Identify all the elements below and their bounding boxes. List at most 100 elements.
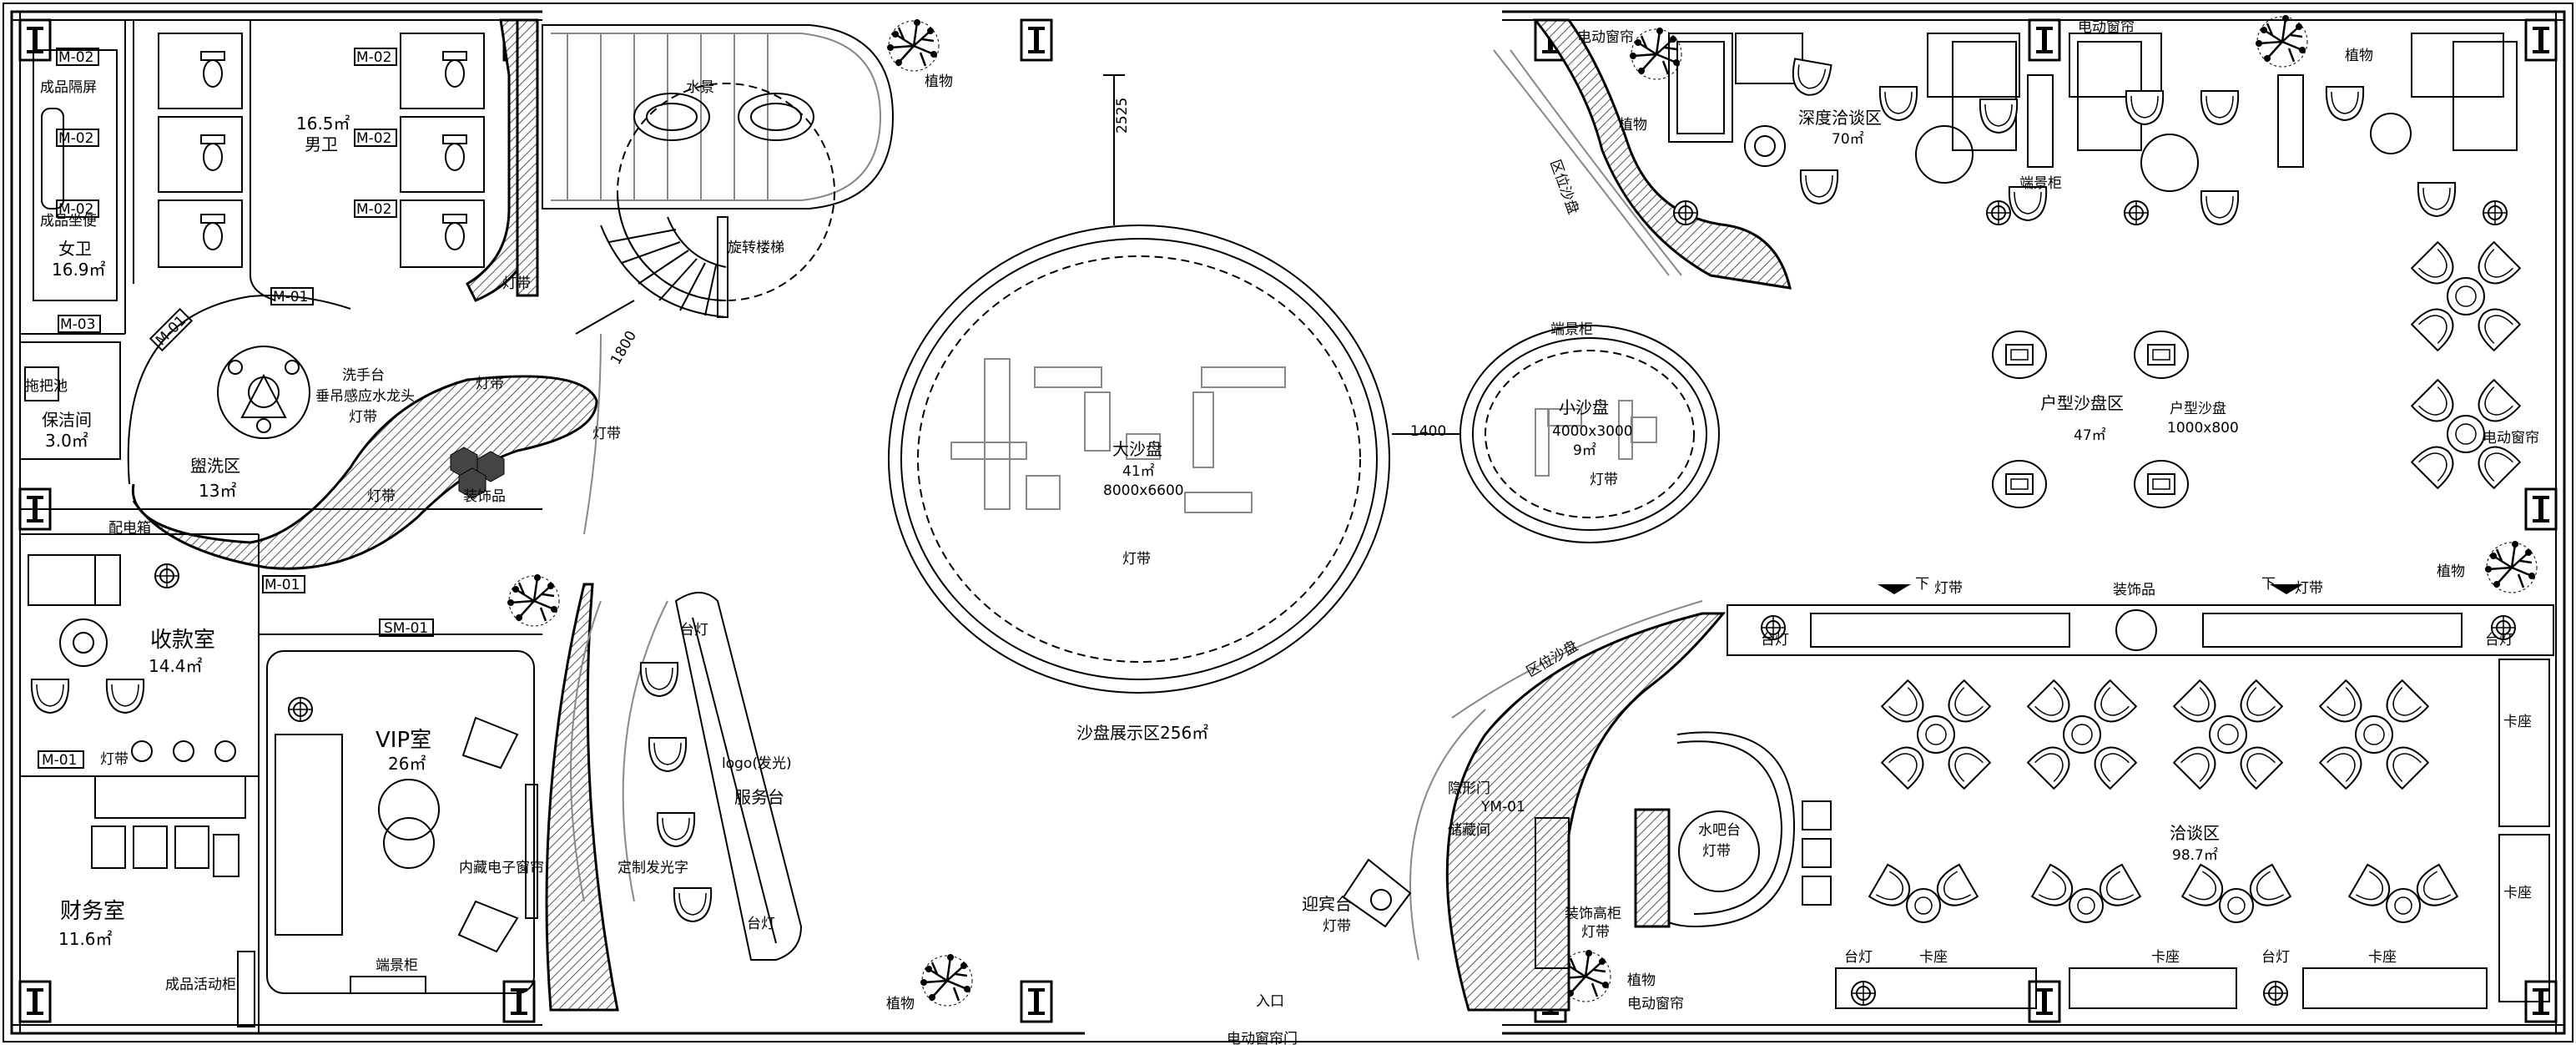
decor-high-cabinet-label: 装饰高柜 (1565, 906, 1621, 922)
womens-wc-area: 16.9㎡ (52, 260, 106, 280)
door-tag: SM-01 (384, 620, 428, 637)
house-sand-label: 户型沙盘区 (2040, 393, 2124, 413)
reception-label: 迎宾台 (1302, 894, 1352, 914)
wash-area-size: 13㎡ (199, 481, 236, 501)
strip-label-1: 灯带 (476, 376, 504, 392)
booth-label-3: 卡座 (1919, 949, 1948, 966)
finance-label: 财务室 (60, 899, 125, 924)
deep-talk-area: 70㎡ (1832, 131, 1864, 148)
hidden-door-label: 隐形门 (1448, 780, 1490, 797)
reception-strip: 灯带 (1323, 918, 1351, 935)
door-tag: M-02 (58, 49, 93, 66)
door-tag: M-01 (265, 577, 300, 593)
hidden-tv-label: 内藏电子窗帘 (459, 860, 544, 876)
negotiation-label: 洽谈区 (2170, 823, 2220, 843)
sand-zone-label: 沙盘展示区256㎡ (1076, 723, 1208, 743)
service-desk (545, 300, 803, 1012)
water-bar-label: 水吧台 (1698, 822, 1741, 839)
mop-pool-label: 拖把池 (25, 378, 68, 395)
vip-display-label: 端景柜 (376, 957, 418, 974)
mens-wc-label: 男卫 (305, 134, 338, 154)
waterscape-stair (542, 24, 895, 318)
door-tags: M-02 M-02 M-02 M-02 M-02 M-02 M-01 M-01 … (38, 48, 434, 769)
deep-talk-area (1493, 18, 2518, 290)
small-sand-strip: 灯带 (1590, 472, 1618, 488)
wash-area (127, 295, 598, 570)
wash-desc-label: 垂吊感应水龙头 (315, 388, 415, 405)
service-desk-label: 服务台 (734, 787, 784, 807)
plant-label-3: 植物 (1619, 117, 1647, 134)
lamp-label-r2: 台灯 (2485, 632, 2513, 649)
small-sand-label: 小沙盘 (1559, 397, 1609, 417)
left-bottom-rooms (20, 508, 542, 1033)
waterscape-label: 水景 (686, 79, 714, 96)
small-sand-size: 4000x3000 (1552, 423, 1633, 440)
finished-movable-label: 成品活动柜 (165, 977, 236, 993)
womens-wc-label: 女卫 (58, 239, 92, 259)
negotiation-area (1727, 584, 2554, 1009)
cleaning-label: 保洁间 (42, 410, 92, 430)
cashier-strip-label: 灯带 (100, 751, 129, 768)
house-sand-area: 47㎡ (2074, 427, 2106, 444)
small-sand-table (1392, 325, 1720, 543)
big-sand-table (888, 74, 1390, 694)
booth-label-5: 卡座 (2368, 949, 2397, 966)
zone-sofa-label-1: 区位沙盘 (1546, 158, 1581, 217)
finance-area: 11.6㎡ (58, 929, 113, 949)
deep-talk-label: 深度洽谈区 (1798, 108, 1882, 128)
strip-label-right-2: 灯带 (2295, 580, 2323, 597)
wash-basin-label: 洗手台 (342, 367, 385, 384)
door-tag: M-01 (273, 289, 308, 305)
plant-label-4: 植物 (2345, 48, 2373, 64)
strip-label-right-1: 灯带 (1934, 580, 1963, 597)
water-bar-strip: 灯带 (1702, 843, 1731, 860)
lamp-label-r3: 台灯 (1844, 949, 1873, 966)
lamp-label-r4: 台灯 (2261, 949, 2290, 966)
dim-1400: 1400 (1410, 423, 1446, 440)
booth-label-4: 卡座 (2151, 949, 2180, 966)
hidden-door-tag: YM-01 (1480, 799, 1525, 815)
strip-label-4: 灯带 (502, 275, 531, 292)
cashier-area: 14.4㎡ (149, 656, 203, 676)
washroom-block (19, 18, 539, 460)
finished-screen-label: 成品隔屏 (40, 79, 97, 96)
curtain-label-1: 电动窗帘 (1577, 29, 1634, 46)
plant-label-2: 植物 (886, 996, 915, 1012)
dim-1800: 1800 (607, 328, 640, 367)
storage-label: 储藏间 (1448, 822, 1490, 839)
wash-strip-label: 灯带 (349, 409, 377, 426)
door-tag: M-02 (356, 49, 391, 66)
logo-service-label: logo(发光) (722, 755, 792, 772)
lamp-label-r1: 台灯 (1761, 632, 1789, 649)
small-sand-area: 9㎡ (1573, 442, 1596, 459)
dist-box-label: 配电箱 (108, 520, 151, 537)
curtain-label-2: 电动窗帘 (2078, 19, 2135, 36)
door-tag: M-02 (356, 201, 391, 218)
door-tag: M-02 (58, 130, 93, 147)
house-sand-area (1992, 242, 2520, 508)
plant-label-5: 植物 (2437, 563, 2465, 580)
decor-item-label: 装饰品 (463, 488, 506, 505)
water-bar-area (1409, 600, 1832, 1012)
custom-logo-label: 定制发光字 (618, 860, 688, 876)
reception-desk (1342, 858, 1412, 928)
big-sand-area: 41㎡ (1122, 463, 1155, 480)
house-sand-item: 户型沙盘 (2170, 401, 2226, 417)
door-tag: M-03 (60, 316, 95, 333)
decor-high-strip: 灯带 (1581, 924, 1610, 941)
cashier-label: 收款室 (150, 628, 215, 653)
cleaning-area: 3.0㎡ (45, 431, 88, 451)
decor-item-right: 装饰品 (2113, 582, 2155, 598)
deep-display-label: 端景柜 (2019, 175, 2062, 192)
vip-area: 26㎡ (388, 754, 426, 774)
booth-label-2: 卡座 (2503, 885, 2532, 901)
curtain-label-3: 电动窗帘 (2483, 430, 2539, 447)
desk-lamp-1: 台灯 (680, 622, 708, 639)
negotiation-area: 98.7㎡ (2172, 847, 2218, 864)
down-label-1: 下 (1915, 576, 1929, 593)
mens-wc-area: 16.5㎡ (296, 114, 350, 134)
desk-lamp-2: 台灯 (747, 916, 775, 932)
vip-label: VIP室 (376, 728, 431, 753)
door-tag: M-02 (356, 130, 391, 147)
booth-label-1: 卡座 (2503, 714, 2532, 730)
